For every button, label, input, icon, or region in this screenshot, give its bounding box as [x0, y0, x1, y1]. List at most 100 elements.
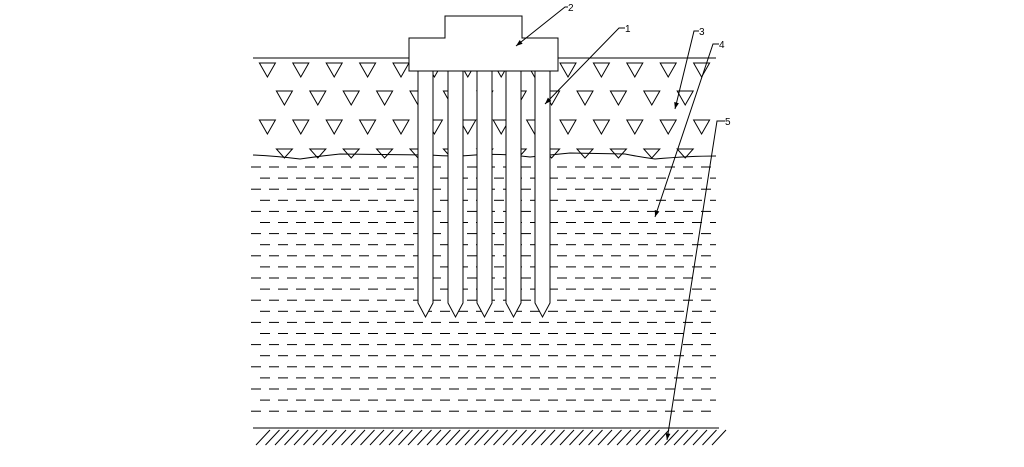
bedrock-hatch [445, 429, 461, 446]
bedrock-hatch [673, 429, 689, 446]
bedrock-hatch [255, 429, 271, 446]
gravel-triangle [342, 90, 361, 107]
gravel-triangle [609, 90, 628, 107]
bedrock-hatch [521, 429, 537, 446]
leader-line-4 [654, 43, 719, 218]
gravel-triangle [659, 62, 678, 79]
gravel-triangle [576, 90, 594, 107]
bedrock-hatch [540, 429, 556, 446]
bedrock-hatch [360, 429, 375, 446]
gravel-triangle [676, 90, 695, 107]
gravel-triangle [559, 62, 577, 79]
gravel-triangle [458, 119, 477, 136]
gravel-triangle [375, 148, 394, 159]
bedrock-hatch [512, 429, 527, 446]
bedrock-hatch [664, 429, 679, 446]
leader-arrowhead [545, 97, 552, 104]
gravel-triangle [291, 62, 310, 79]
bedrock-hatch [369, 429, 385, 446]
bedrock-hatch [578, 429, 594, 446]
bedrock-hatch [398, 429, 413, 446]
gravel-triangle [375, 90, 394, 107]
bedrock-hatch [493, 429, 508, 446]
pile-group [417, 65, 551, 319]
gravel-triangle [358, 119, 377, 136]
bedrock-hatch [436, 429, 451, 446]
leader-arrowhead [654, 210, 660, 217]
bedrock-hatch [711, 429, 727, 446]
bedrock-hatch [559, 429, 575, 446]
gravel-triangle [342, 148, 361, 159]
gravel-triangle [625, 119, 644, 136]
gravel-triangle [642, 90, 661, 107]
bedrock-hatch [350, 429, 366, 446]
bedrock-hatch [474, 429, 489, 446]
gravel-triangle [291, 119, 310, 136]
gravel-triangle [659, 119, 678, 136]
gravel-triangle [358, 62, 377, 79]
callout-label-1: 1 [625, 24, 631, 35]
gravel-triangle [592, 119, 611, 136]
bedrock-hatch [616, 429, 632, 446]
gravel-triangle [492, 119, 511, 136]
bedrock-hatch [626, 429, 641, 446]
gravel-soft-soil-boundary [252, 152, 717, 160]
gravel-triangle [642, 148, 661, 159]
bedrock-hatch [702, 429, 717, 446]
bedrock-hatch [531, 429, 546, 446]
gravel-triangle [325, 119, 344, 136]
gravel-triangle [392, 119, 410, 136]
bedrock-hatch [426, 429, 442, 446]
bedrock-hatch [692, 429, 708, 446]
bedrock-hatch [303, 429, 318, 446]
bedrock-hatch [341, 429, 356, 446]
bedrock-hatch [284, 429, 299, 446]
leader-line-5 [666, 120, 725, 441]
bedrock-hatch [331, 429, 347, 446]
bedrock-hatch [635, 429, 651, 446]
bedrock-hatch [683, 429, 698, 446]
leader-line-1 [544, 27, 625, 105]
bedrock-hatch [455, 429, 470, 446]
bedrock-hatch [502, 429, 518, 446]
pile [417, 65, 434, 319]
leader-arrowhead [674, 102, 679, 109]
bedrock-hatch [265, 429, 280, 446]
gravel-triangle [275, 90, 294, 107]
pile [476, 65, 493, 319]
bedrock-hatch [569, 429, 584, 446]
bedrock-hatch [274, 429, 290, 446]
callout-label-5: 5 [725, 117, 731, 128]
leader-line-3 [674, 30, 699, 110]
gravel-triangle [258, 62, 277, 79]
callout-group: 2 1 3 4 5 [515, 3, 731, 441]
bedrock-hatch [483, 429, 499, 446]
bedrock-hatch [645, 429, 660, 446]
pile [505, 65, 522, 319]
pile [447, 65, 464, 319]
bedrock-hatch [407, 429, 423, 446]
callout-label-3: 3 [699, 27, 705, 38]
gravel-triangle [325, 62, 344, 79]
gravel-triangle [592, 62, 611, 79]
bedrock-hatch [597, 429, 613, 446]
bedrock-hatch [379, 429, 394, 446]
callout-label-4: 4 [719, 40, 725, 51]
gravel-triangle [559, 119, 577, 136]
leader-arrowhead [516, 40, 523, 46]
bedrock-hatch [464, 429, 480, 446]
gravel-triangle [625, 62, 644, 79]
gravel-triangle [676, 148, 695, 159]
gravel-triangle [392, 62, 410, 79]
callout-label-2: 2 [568, 3, 574, 14]
pile-cap [408, 15, 559, 72]
bedrock-hatch [293, 429, 309, 446]
bedrock-hatch [588, 429, 603, 446]
leader-line-2 [515, 6, 568, 47]
gravel-triangle [308, 90, 327, 107]
gravel-triangle [275, 148, 294, 159]
gravel-triangle [308, 148, 327, 159]
leader-arrowhead [665, 433, 671, 440]
gravel-triangle [692, 62, 711, 79]
